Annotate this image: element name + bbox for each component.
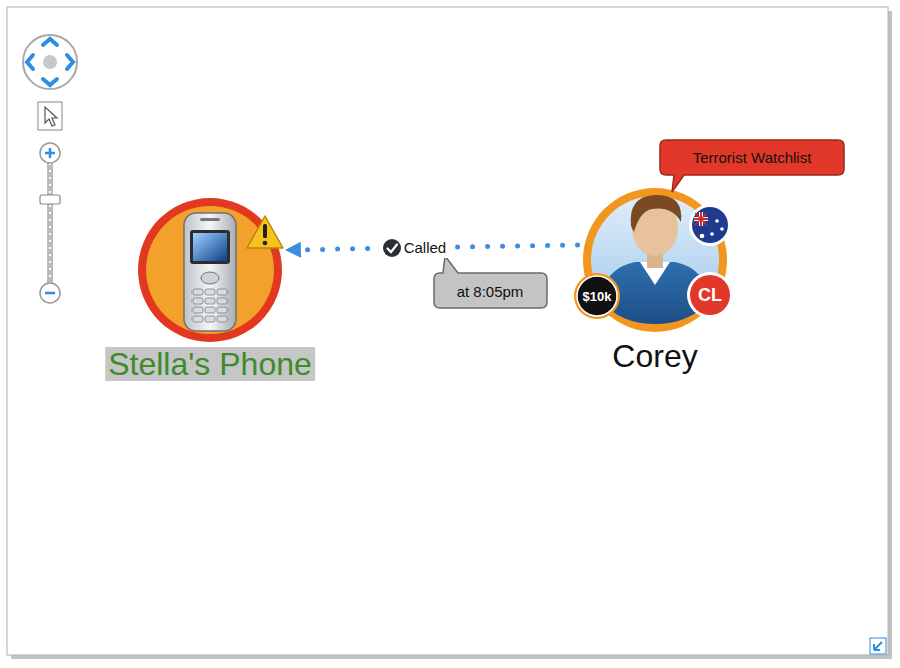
edge-label-box: Called <box>380 238 450 258</box>
phone-node-icon <box>138 198 282 342</box>
edge-label: Called <box>404 239 447 256</box>
resize-icon <box>870 638 886 654</box>
zoom-slider <box>40 143 60 303</box>
cl-badge-text: CL <box>698 285 722 306</box>
australia-flag <box>689 204 731 246</box>
canvas-frame <box>7 7 888 655</box>
money-badge <box>577 276 617 316</box>
watchlist-callout <box>660 140 844 192</box>
node-title: Stella's Phone <box>105 347 315 381</box>
warning-icon <box>247 216 283 248</box>
amount-badge-text: $10k <box>583 289 612 304</box>
check-icon <box>383 239 401 257</box>
person-node: Corey <box>582 187 728 333</box>
cl-badge <box>690 275 730 315</box>
badge-ring <box>687 272 733 318</box>
time-note: at 8:05pm <box>457 283 524 300</box>
time-callout <box>434 256 547 308</box>
watchlist-tag: Terrorist Watchlist <box>693 149 812 166</box>
phone-node: Stella's Phone <box>137 197 283 343</box>
select-tool <box>38 102 62 130</box>
pan-control <box>23 35 77 89</box>
badge-ring <box>574 273 620 319</box>
node-title: Corey <box>609 339 700 373</box>
